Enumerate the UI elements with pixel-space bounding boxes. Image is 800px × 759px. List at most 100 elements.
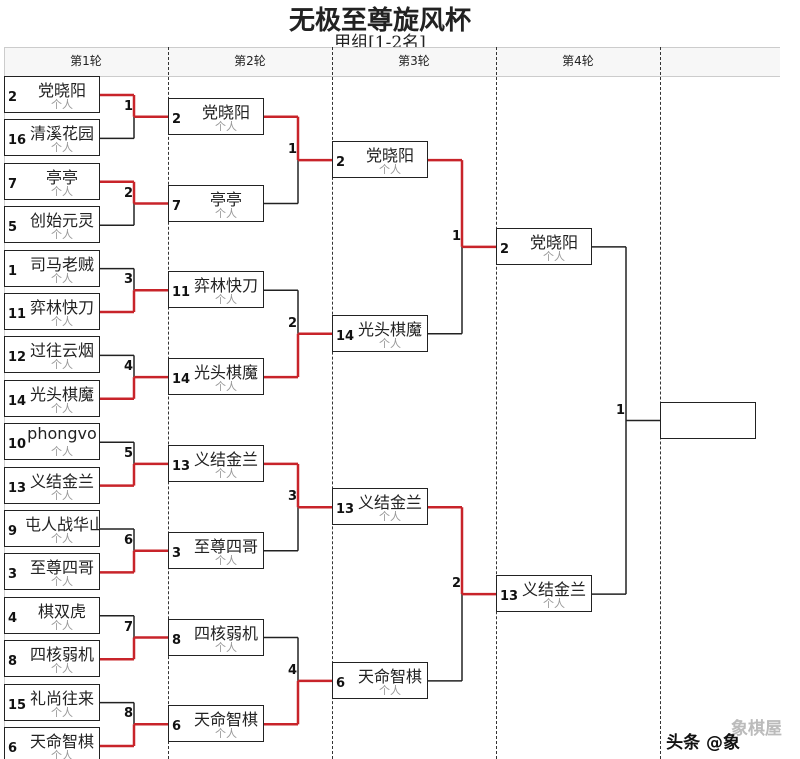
player-name: 弈林快刀: [29, 298, 94, 317]
seed-number: 6: [8, 741, 18, 756]
player-name: 党晓阳: [201, 102, 250, 122]
team-label: 个人: [215, 119, 237, 133]
player-name: 四核弱机: [29, 645, 94, 665]
player-name: 弈林快刀: [193, 276, 258, 296]
champion-box: [660, 402, 756, 439]
team-label: 个人: [215, 553, 237, 567]
match-number: 7: [124, 619, 134, 635]
match-number: 1: [288, 142, 298, 158]
team-label: 个人: [215, 380, 237, 394]
team-label: 个人: [215, 727, 237, 741]
team-label: 个人: [543, 597, 565, 611]
seed-number: 8: [8, 654, 18, 670]
seed-number: 12: [8, 350, 27, 366]
player-box: 2 党晓阳个人: [4, 76, 100, 113]
player-name: 亭亭: [209, 189, 242, 209]
team-label: 个人: [215, 206, 237, 220]
player-name: 义结金兰: [193, 449, 258, 469]
match-number: 5: [124, 445, 134, 461]
seed-number: 16: [8, 133, 27, 149]
team-label: 个人: [543, 249, 565, 263]
match-number: 4: [124, 359, 134, 375]
team-label: 个人: [51, 184, 73, 198]
player-name: 天命智棋: [29, 732, 94, 751]
player-name: 义结金兰: [29, 471, 94, 491]
seed-number: 6: [172, 719, 182, 735]
team-label: 个人: [215, 640, 237, 654]
player-box: 1 司马老贼个人: [4, 249, 100, 287]
team-label: 个人: [51, 98, 73, 111]
player-name: 屯人战华山: [25, 515, 99, 534]
team-label: 个人: [379, 163, 401, 177]
round-header-3: 第3轮: [398, 54, 430, 68]
player-name: 司马老贼: [29, 254, 94, 274]
seed-number: 3: [172, 545, 182, 561]
team-label: 个人: [51, 575, 73, 589]
team-label: 个人: [51, 705, 73, 719]
player-name: 创始元灵: [29, 211, 94, 231]
match-number: 2: [452, 576, 462, 592]
match-number: 3: [124, 272, 134, 288]
match-number: 1: [452, 228, 462, 244]
match-number: 6: [124, 532, 134, 548]
player-name: 至尊四哥: [193, 536, 258, 556]
team-label: 个人: [215, 293, 237, 307]
player-name: 光头棋魔: [193, 363, 258, 383]
player-name: 清溪花园: [29, 124, 94, 144]
player-name: 棋双虎: [37, 601, 86, 621]
match-number: 2: [288, 315, 298, 331]
team-label: 个人: [51, 141, 73, 155]
seed-number: 13: [172, 458, 191, 474]
team-label: 个人: [51, 445, 73, 459]
player-name: 过往云烟: [29, 341, 94, 361]
team-label: 个人: [51, 749, 73, 759]
watermark-logo: 象棋屋: [731, 719, 782, 739]
player-name: 天命智棋: [193, 710, 258, 730]
team-label: 个人: [51, 358, 73, 372]
round-header-bar: [4, 47, 780, 77]
seed-number: 8: [172, 632, 182, 648]
player-name: 礼尚往来: [29, 688, 94, 708]
team-label: 个人: [51, 401, 73, 415]
seed-number: 6: [336, 675, 346, 691]
team-label: 个人: [379, 683, 401, 697]
seed-number: 14: [172, 372, 191, 388]
seed-number: 2: [8, 90, 18, 105]
player-box: 6 天命智棋个人: [168, 705, 264, 743]
seed-number: 10: [8, 437, 27, 453]
player-name: 党晓阳: [365, 146, 414, 166]
round-header-4: 第4轮: [562, 54, 594, 68]
round-header-2: 第2轮: [234, 54, 266, 68]
match-number: 4: [288, 662, 298, 678]
seed-number: 15: [8, 697, 27, 713]
team-label: 个人: [51, 271, 73, 285]
seed-number: 2: [500, 241, 510, 257]
seed-number: 7: [8, 176, 18, 192]
team-label: 个人: [51, 228, 73, 242]
team-label: 个人: [379, 510, 401, 524]
seed-number: 1: [8, 263, 18, 279]
player-name: 党晓阳: [37, 81, 86, 100]
watermark: 头条 @象: [666, 733, 740, 753]
seed-number: 13: [500, 589, 519, 605]
seed-number: 2: [172, 111, 182, 127]
player-name: 义结金兰: [521, 580, 586, 600]
seed-number: 14: [8, 393, 27, 409]
